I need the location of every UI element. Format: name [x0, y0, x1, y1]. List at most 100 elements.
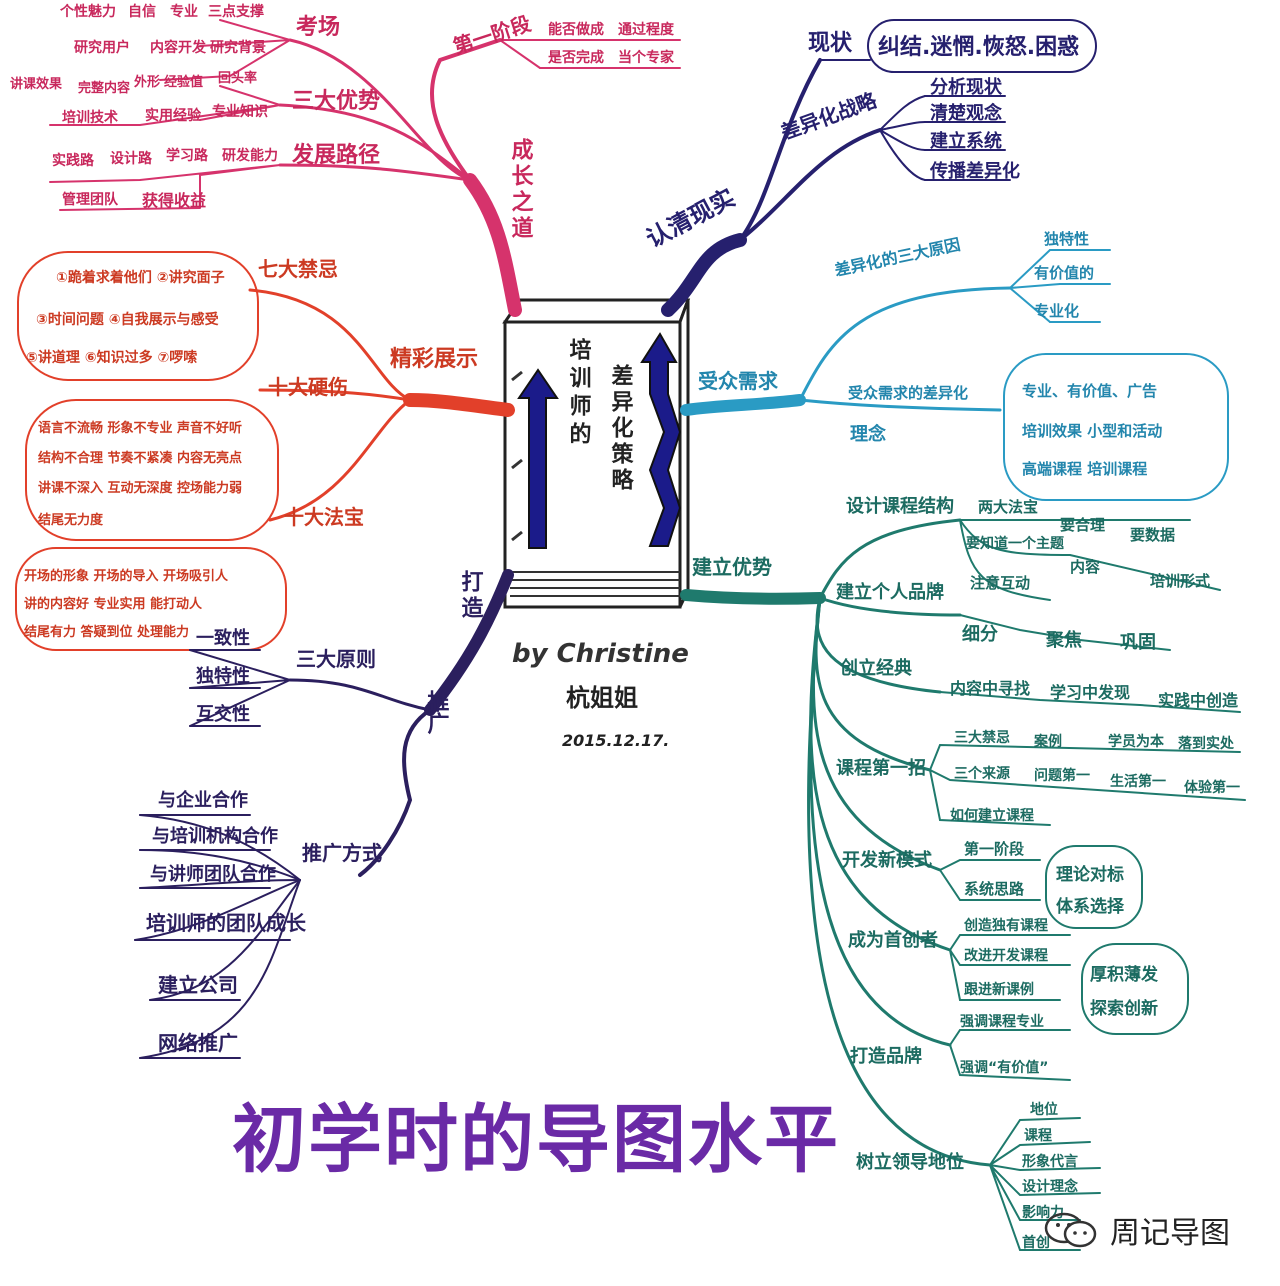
branch-tuiguang-label: 推广	[424, 690, 450, 735]
leaf-yaoheli: 要合理	[1060, 516, 1105, 534]
leaf-qiangdiao-zhuanye: 强调课程专业	[960, 1013, 1044, 1030]
node-linian: 理念	[850, 423, 886, 445]
branch-youshi	[680, 518, 1246, 1251]
leaf-dangge: 当个专家	[618, 49, 675, 66]
box-qidajinji-line3: ⑤讲道理 ⑥知识过多 ⑦啰嗦	[26, 349, 197, 366]
node-fazhanlujing: 发展路径	[291, 142, 380, 168]
leaf-ruhejianli: 如何建立课程	[950, 807, 1034, 824]
leaf-dutexing-b: 独特性	[1044, 230, 1089, 248]
leaf-jigou: 与培训机构合作	[152, 825, 278, 847]
leaf-sandajinji: 三大禁忌	[954, 729, 1010, 746]
leaf-xitongsilu: 系统思路	[964, 880, 1025, 898]
box-fabao-line3: 结尾有力 答疑到位 处理能力	[24, 624, 189, 640]
note-tansuo: 探索创新	[1090, 998, 1158, 1019]
leaf-zixin: 自信	[128, 3, 156, 20]
leaf-xueyuanweiben: 学员为本	[1108, 733, 1165, 750]
leaf-tuandui: 培训师的团队成长	[146, 911, 307, 935]
leaf-dutexing: 独特性	[196, 665, 250, 687]
leaf-waixing: 外形	[133, 74, 160, 90]
box-fabao-line2: 讲的内容好 专业实用 能打动人	[24, 596, 203, 612]
box-yingshang-line3: 讲课不深入 互动无深度 控场能力弱	[38, 480, 242, 496]
node-qidajinji: 七大禁忌	[258, 257, 338, 281]
box-xuqiu-line2: 培训效果 小型和活动	[1022, 422, 1162, 440]
central-topic: 培训师的 差异化策略	[502, 298, 691, 609]
leaf-zhuanyezhishi: 专业知识	[212, 103, 268, 120]
box-fabao-line1: 开场的形象 开场的导入 开场吸引人	[24, 568, 229, 584]
node-sandayuanze: 三大原则	[296, 647, 376, 671]
node-diyijieduan: 第一阶段	[450, 11, 534, 59]
box-qidajinji-line1: ①跪着求着他们 ②讲究面子	[56, 269, 225, 286]
branch-chengzhang-label: 成长之道	[508, 138, 534, 242]
node-kecheng-jiegou: 设计课程结构	[846, 495, 954, 517]
leaf-shijianlu: 实践路	[52, 152, 95, 169]
center-title-part1: 培训师的	[566, 337, 592, 450]
box-yingshang-line1: 语言不流畅 形象不专业 声音不好听	[38, 420, 242, 436]
box-qidajinji-line2: ③时间问题 ④自我展示与感受	[36, 311, 219, 328]
leaf-xuexilu: 学习路	[166, 147, 209, 164]
node-kaifa-xinmoshi: 开发新模式	[842, 849, 932, 871]
node-kecheng-diyizhao: 课程第一招	[836, 757, 926, 779]
leaf-gonggu: 巩固	[1120, 632, 1156, 653]
leaf-fenxi: 分析现状	[930, 76, 1003, 98]
leaf-shouchuang: 首创	[1022, 1234, 1050, 1251]
leaf-jujiao: 聚焦	[1045, 629, 1082, 651]
leaf-jingyanzhi: 经验值	[164, 74, 203, 90]
node-gerenpinpai: 建立个人品牌	[836, 581, 944, 603]
branch-jingcai	[15, 251, 515, 651]
branch-tuiguang-sub: 打造	[458, 570, 484, 622]
leaf-zhuanyehua: 专业化	[1034, 302, 1079, 320]
watermark: 周记导图	[1042, 1208, 1230, 1252]
node-tuiguangfangshi: 推广方式	[302, 841, 382, 865]
leaf-gongsi: 建立公司	[158, 973, 238, 997]
leaf-qingchu: 清楚观念	[930, 102, 1002, 124]
leaf-wangluo: 网络推广	[158, 1031, 238, 1055]
leaf-tiyandiyi: 体验第一	[1184, 779, 1240, 796]
leaf-peixunjishu: 培训技术	[62, 109, 118, 126]
leaf-neirongzhong: 内容中寻找	[950, 679, 1030, 698]
leaf-genjin: 跟进新课例	[964, 981, 1034, 998]
note-tixi: 体系选择	[1056, 896, 1125, 917]
leaf-huode: 获得收益	[142, 191, 206, 210]
branch-shouzhong	[680, 249, 1229, 501]
box-yingshang-line2: 结构不合理 节奏不紧凑 内容无亮点	[38, 450, 242, 466]
leaf-xingxiang: 形象代言	[1022, 1153, 1078, 1170]
leaf-wentidiyi: 问题第一	[1034, 767, 1090, 784]
branch-shouzhong-label: 受众需求	[698, 369, 779, 393]
note-houji: 厚积薄发	[1090, 964, 1159, 985]
wechat-icon	[1044, 1212, 1097, 1248]
leaf-chuangzao: 创造独有课程	[963, 917, 1048, 934]
node-sandayuanyin: 差异化的三大原因	[833, 235, 962, 280]
leaf-neirong-b: 内容	[1070, 558, 1100, 576]
leaf-shifou: 是否完成	[548, 49, 604, 66]
node-chuangli-jingdian: 创立经典	[839, 657, 912, 679]
node-dazao-pinpai: 打造品牌	[850, 1045, 922, 1067]
branch-youshi-label: 建立优势	[692, 555, 772, 579]
center-author: by Christine	[512, 639, 689, 669]
node-shidayingshang: 十大硬伤	[268, 375, 348, 399]
leaf-liangdafabao: 两大法宝	[978, 498, 1038, 516]
leaf-sandian: 三点支撑	[208, 3, 264, 20]
leaf-tongguo: 通过程度	[618, 21, 675, 38]
center-date: 2015.12.17.	[562, 731, 669, 750]
leaf-jiangshi: 与讲师团队合作	[150, 863, 276, 885]
leaf-shejilu: 设计路	[110, 150, 153, 167]
branch-chengzhang	[49, 19, 681, 317]
center-title-part2: 差异化策略	[608, 363, 634, 494]
leaf-yaozhidao: 要知道一个主题	[966, 535, 1065, 552]
leaf-yaoshuju: 要数据	[1130, 526, 1175, 544]
leaf-shijianzhong: 实践中创造	[1158, 691, 1239, 710]
branch-kunjing	[661, 19, 1097, 317]
node-xianzhuang: 现状	[808, 31, 853, 56]
zigzag-arrow-icon	[640, 332, 682, 547]
leaf-luodaoshichu: 落到实处	[1178, 735, 1235, 752]
leaf-zhuyihudong: 注意互动	[970, 574, 1030, 592]
leaf-diwei: 地位	[1030, 1101, 1058, 1118]
leaf-jiangke: 讲课效果	[10, 76, 62, 92]
leaf-yanfa: 研发能力	[222, 147, 278, 164]
center-name: 杭姐姐	[566, 684, 638, 712]
leaf-peixunxingshi: 培训形式	[1150, 572, 1210, 590]
leaf-yanjiubeijing: 研究背景	[210, 39, 266, 56]
leaf-neirong: 内容开发	[150, 39, 207, 56]
leaf-qiangdiao-jiazhi: 强调“有价值”	[960, 1059, 1048, 1076]
